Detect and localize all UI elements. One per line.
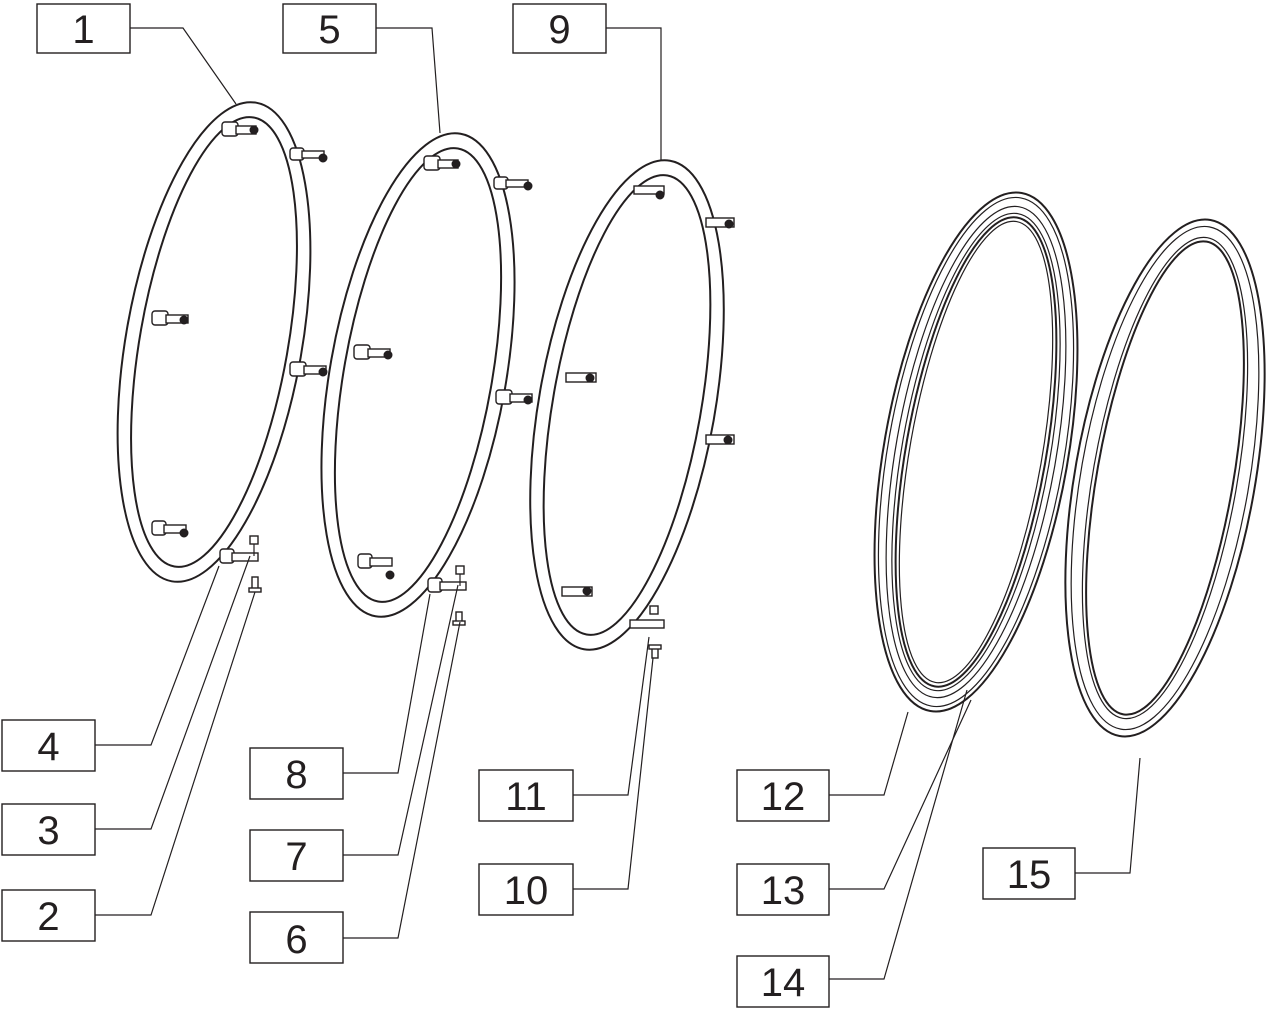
leader-10 bbox=[573, 657, 654, 890]
leader-4 bbox=[95, 565, 220, 746]
bracket-1d bbox=[289, 361, 328, 377]
seal-assembly-15 bbox=[1064, 218, 1266, 738]
ring-9-outer bbox=[529, 159, 725, 651]
bracket-1e bbox=[151, 520, 189, 538]
callout-14-label: 14 bbox=[761, 961, 806, 1005]
leader-12 bbox=[829, 711, 909, 796]
callout-6-label: 6 bbox=[285, 918, 307, 962]
leader-2 bbox=[95, 591, 256, 916]
screw-9 bbox=[648, 644, 662, 659]
ring-5-outer bbox=[320, 132, 516, 618]
callout-1-label: 1 bbox=[72, 8, 94, 52]
callout-6: 6 bbox=[249, 911, 344, 964]
callout-3: 3 bbox=[1, 803, 96, 856]
callout-2: 2 bbox=[1, 889, 96, 942]
callout-5: 5 bbox=[282, 3, 377, 54]
callout-13-label: 13 bbox=[761, 869, 806, 913]
bracket-1b bbox=[289, 147, 328, 163]
ring-1-inner bbox=[130, 116, 298, 568]
callout-4: 4 bbox=[1, 719, 96, 772]
ring-9-inner bbox=[542, 174, 712, 636]
callout-9: 9 bbox=[512, 3, 607, 54]
ring-assembly-5 bbox=[320, 132, 533, 626]
callout-12-label: 12 bbox=[761, 775, 806, 819]
leader-9 bbox=[606, 27, 662, 160]
leader-13 bbox=[829, 699, 972, 890]
callout-8: 8 bbox=[249, 747, 344, 800]
bracket-9b bbox=[705, 217, 735, 229]
leader-lines bbox=[95, 27, 1141, 980]
callout-4-label: 4 bbox=[37, 725, 59, 769]
bracket-1f bbox=[219, 548, 259, 564]
bracket-5b bbox=[493, 176, 533, 191]
leader-15 bbox=[1075, 757, 1141, 874]
callout-7: 7 bbox=[249, 829, 344, 882]
leader-14 bbox=[829, 689, 968, 980]
seal-assembly-12 bbox=[873, 191, 1079, 713]
callout-13: 13 bbox=[736, 863, 830, 916]
bracket-9d bbox=[705, 434, 735, 445]
bracket-9e bbox=[561, 586, 593, 597]
screw-1 bbox=[248, 576, 262, 593]
seal-14-ring bbox=[898, 220, 1054, 684]
callout-14: 14 bbox=[736, 955, 830, 1008]
callout-1: 1 bbox=[36, 3, 131, 54]
ring-5-inner bbox=[333, 147, 503, 603]
bracket-5e bbox=[357, 553, 395, 580]
callout-3-label: 3 bbox=[37, 809, 59, 853]
callout-2-label: 2 bbox=[37, 895, 59, 939]
callout-11-label: 11 bbox=[505, 775, 547, 819]
callout-10: 10 bbox=[478, 863, 574, 916]
leader-7 bbox=[343, 584, 459, 856]
callout-10-label: 10 bbox=[504, 869, 549, 913]
screw-5 bbox=[452, 611, 466, 626]
callout-12: 12 bbox=[736, 769, 830, 822]
leader-6 bbox=[343, 621, 461, 939]
leader-11 bbox=[573, 636, 650, 796]
leader-5 bbox=[376, 27, 441, 134]
bracket-9c bbox=[565, 372, 597, 383]
nut-5 bbox=[455, 565, 465, 586]
bracket-1c bbox=[151, 310, 189, 326]
leader-8 bbox=[343, 593, 431, 774]
callout-8-label: 8 bbox=[285, 753, 307, 797]
bracket-1a bbox=[221, 121, 259, 137]
callout-11: 11 bbox=[478, 769, 574, 822]
ring-assembly-9 bbox=[529, 159, 735, 659]
bracket-5c bbox=[353, 344, 393, 360]
bracket-9a bbox=[633, 185, 665, 200]
leader-1 bbox=[130, 27, 237, 105]
leader-3 bbox=[95, 555, 251, 830]
callout-15-label: 15 bbox=[1007, 853, 1052, 897]
seal-15-inner bbox=[1085, 240, 1245, 716]
callout-9-label: 9 bbox=[548, 8, 570, 52]
bracket-5d bbox=[495, 389, 533, 405]
seal-12-outer bbox=[873, 191, 1079, 713]
callout-15: 15 bbox=[982, 847, 1076, 900]
bracket-5a bbox=[423, 155, 461, 171]
bracket-5f bbox=[427, 577, 467, 593]
nut-1 bbox=[249, 535, 259, 556]
bracket-9f bbox=[629, 619, 665, 629]
seal-15-outer bbox=[1064, 218, 1266, 738]
ring-1-outer bbox=[116, 101, 312, 583]
callout-5-label: 5 bbox=[318, 8, 340, 52]
callout-7-label: 7 bbox=[285, 835, 307, 879]
ring-assembly-1 bbox=[116, 101, 328, 593]
nut-9 bbox=[649, 605, 659, 615]
seal-13-ring bbox=[894, 216, 1058, 688]
